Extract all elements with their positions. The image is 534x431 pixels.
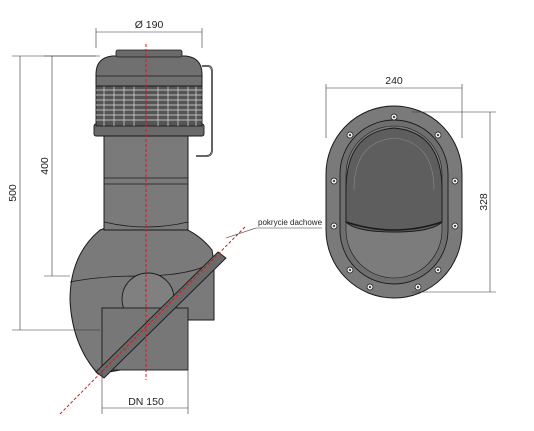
- dim-flange-width: 240: [385, 75, 403, 87]
- dim-dn: DN 150: [128, 396, 164, 408]
- dim-height-upper: 400: [39, 157, 51, 175]
- roof-line: [59, 225, 247, 415]
- roof-flashing: [95, 251, 227, 379]
- flange-view: [325, 105, 463, 299]
- dim-flange-height: 328: [478, 193, 490, 211]
- side-dimensions: [12, 28, 322, 414]
- dim-top-diameter: Ø 190: [135, 19, 164, 31]
- flange-hood: [345, 127, 443, 233]
- cap-grille: [95, 85, 203, 127]
- label-roof-covering: pokrycie dachowe: [258, 218, 323, 227]
- dim-height-total: 500: [7, 184, 19, 202]
- side-view: [59, 44, 247, 415]
- flange-dimensions: [325, 84, 496, 293]
- cap-dome: [95, 55, 203, 87]
